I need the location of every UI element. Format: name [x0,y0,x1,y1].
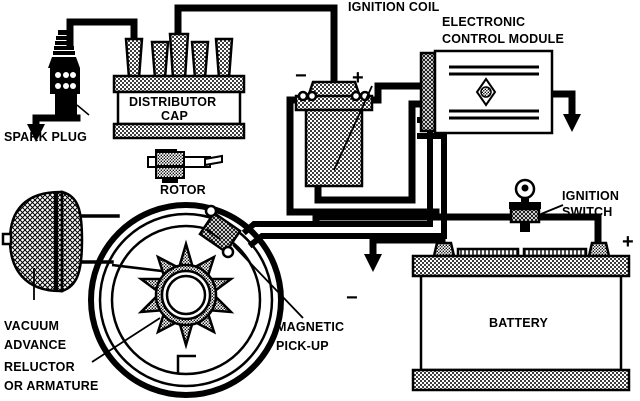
switch-leader-line [540,204,564,215]
rotor-shaft [162,178,178,183]
vacuum-advance-label-line2: ADVANCE [4,338,66,352]
ecm-output-arrow-icon [563,114,581,132]
reluctor-bore-inner [165,274,207,316]
magnetic-pickup [198,204,304,319]
distributor-body [88,202,284,398]
switch-stem [520,222,530,232]
pickup-mount-screw-2-icon [221,245,235,259]
cap-bottom-flange [112,122,246,140]
cap-tower-3-center [168,32,190,80]
rotor-label: ROTOR [160,183,206,197]
reluctor-armature [91,239,235,363]
coil-terminal-negative-icon [297,90,318,102]
ignition-switch-label-line1: IGNITION [562,189,619,203]
plug-threads-icon [55,94,77,120]
rotor-hub-upper [155,151,185,167]
cap-tower-4 [190,40,210,80]
wire-coil-high-tension [174,4,338,86]
reluctor-label-line2: OR ARMATURE [4,379,99,393]
battery-base [411,368,631,392]
rotor [147,149,223,183]
ignition-coil-label: IGNITION COIL [348,0,440,14]
ground-negative-sign: − [346,287,358,309]
distributor-plate-notch [176,354,196,374]
wire-switch-to-battery-positive [527,213,602,247]
battery-negative-post [432,241,456,258]
distributor-cap-label-line1: DISTRIBUTOR [129,95,216,109]
wire-coil-bottom-to-ecm [314,100,424,204]
distributor-breaker-plate [110,224,262,376]
spark-plug-label: SPARK PLUG [4,130,87,144]
cap-tower-5 [214,37,234,80]
ecm-band-bottom [449,109,539,120]
vacuum-advance-housing [60,190,84,293]
ecm-heat-sink-fins [419,51,437,133]
distributor-outer-housing [88,202,284,398]
ecm-band-top [449,65,539,76]
spark-plug [48,30,90,120]
reluctor-label-line1: RELUCTOR [4,360,75,374]
battery-ground-arrow-icon [364,254,382,272]
pickup-leader-line [232,244,304,319]
vacuum-advance-label-line1: VACUUM [4,319,59,333]
rotor-hub-lower [155,166,185,179]
distributor-plate-arm [111,263,171,274]
battery-lid [411,254,631,278]
vacuum-advance-nipple-icon [1,232,13,246]
coil-body [304,108,364,188]
wire-switch-feed-left [312,213,524,227]
coil-leader-line [333,85,373,171]
coil-positive-sign: + [352,67,364,89]
ecm-label-line2: CONTROL MODULE [442,32,564,46]
distributor-cap [112,32,246,140]
vacuum-advance [1,190,84,300]
rotor-tip [204,154,223,167]
magnetic-pickup-label-line1: MAGNETIC [276,320,344,334]
plug-terminal-nut-icon [58,30,70,35]
ignition-coil [294,80,374,188]
ecm-center-dot-icon [480,86,492,98]
battery-case [419,274,623,372]
ignition-switch[interactable] [509,178,564,232]
coil-negative-sign: − [295,65,307,87]
battery [411,241,631,392]
plug-ground-arrow-icon [27,124,45,142]
distributor-inner-housing [98,212,274,388]
pickup-mount-screw-1-icon [204,204,218,218]
switch-barrel [509,207,541,224]
cap-tower-2 [150,40,170,80]
battery-positive-post [587,241,611,258]
distributor-cap-label-line2: CAP [161,109,188,123]
cap-top-flange [112,74,246,94]
wire-ecm-output [552,90,576,122]
ecm-label-line1: ELECTRONIC [442,15,525,29]
switch-bezel [509,202,541,209]
cap-tower-1 [124,37,144,80]
plug-leader-line [76,104,90,116]
magnetic-pickup-label-line2: PICK-UP [276,339,329,353]
plug-hex-body-icon [50,68,80,94]
plug-insulator-icon [48,57,80,68]
wire-battery-ground [369,236,446,262]
ignition-switch-label-line2: SWITCH [562,205,613,219]
battery-positive-sign: + [622,231,634,253]
battery-label: BATTERY [489,316,548,330]
electronic-control-module [419,49,554,135]
plug-hex-highlights [55,72,76,89]
reluctor-leader-line [91,317,161,363]
